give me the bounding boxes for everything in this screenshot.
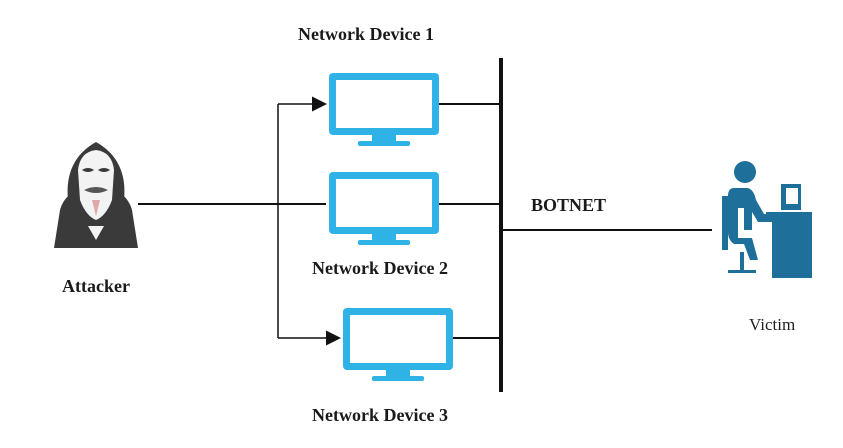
device-2-label: Network Device 2 [312,258,448,278]
monitor-icon [329,172,439,245]
device-1-label: Network Device 1 [298,24,434,44]
victim-label: Victim [749,315,796,334]
device-3-label: Network Device 3 [312,405,448,425]
monitor-icon [329,73,439,146]
botnet-label: BOTNET [531,195,607,215]
monitor-icon [343,308,453,381]
user-at-computer-icon [722,161,812,278]
attacker-label: Attacker [62,276,130,296]
hacker-icon [54,142,138,248]
